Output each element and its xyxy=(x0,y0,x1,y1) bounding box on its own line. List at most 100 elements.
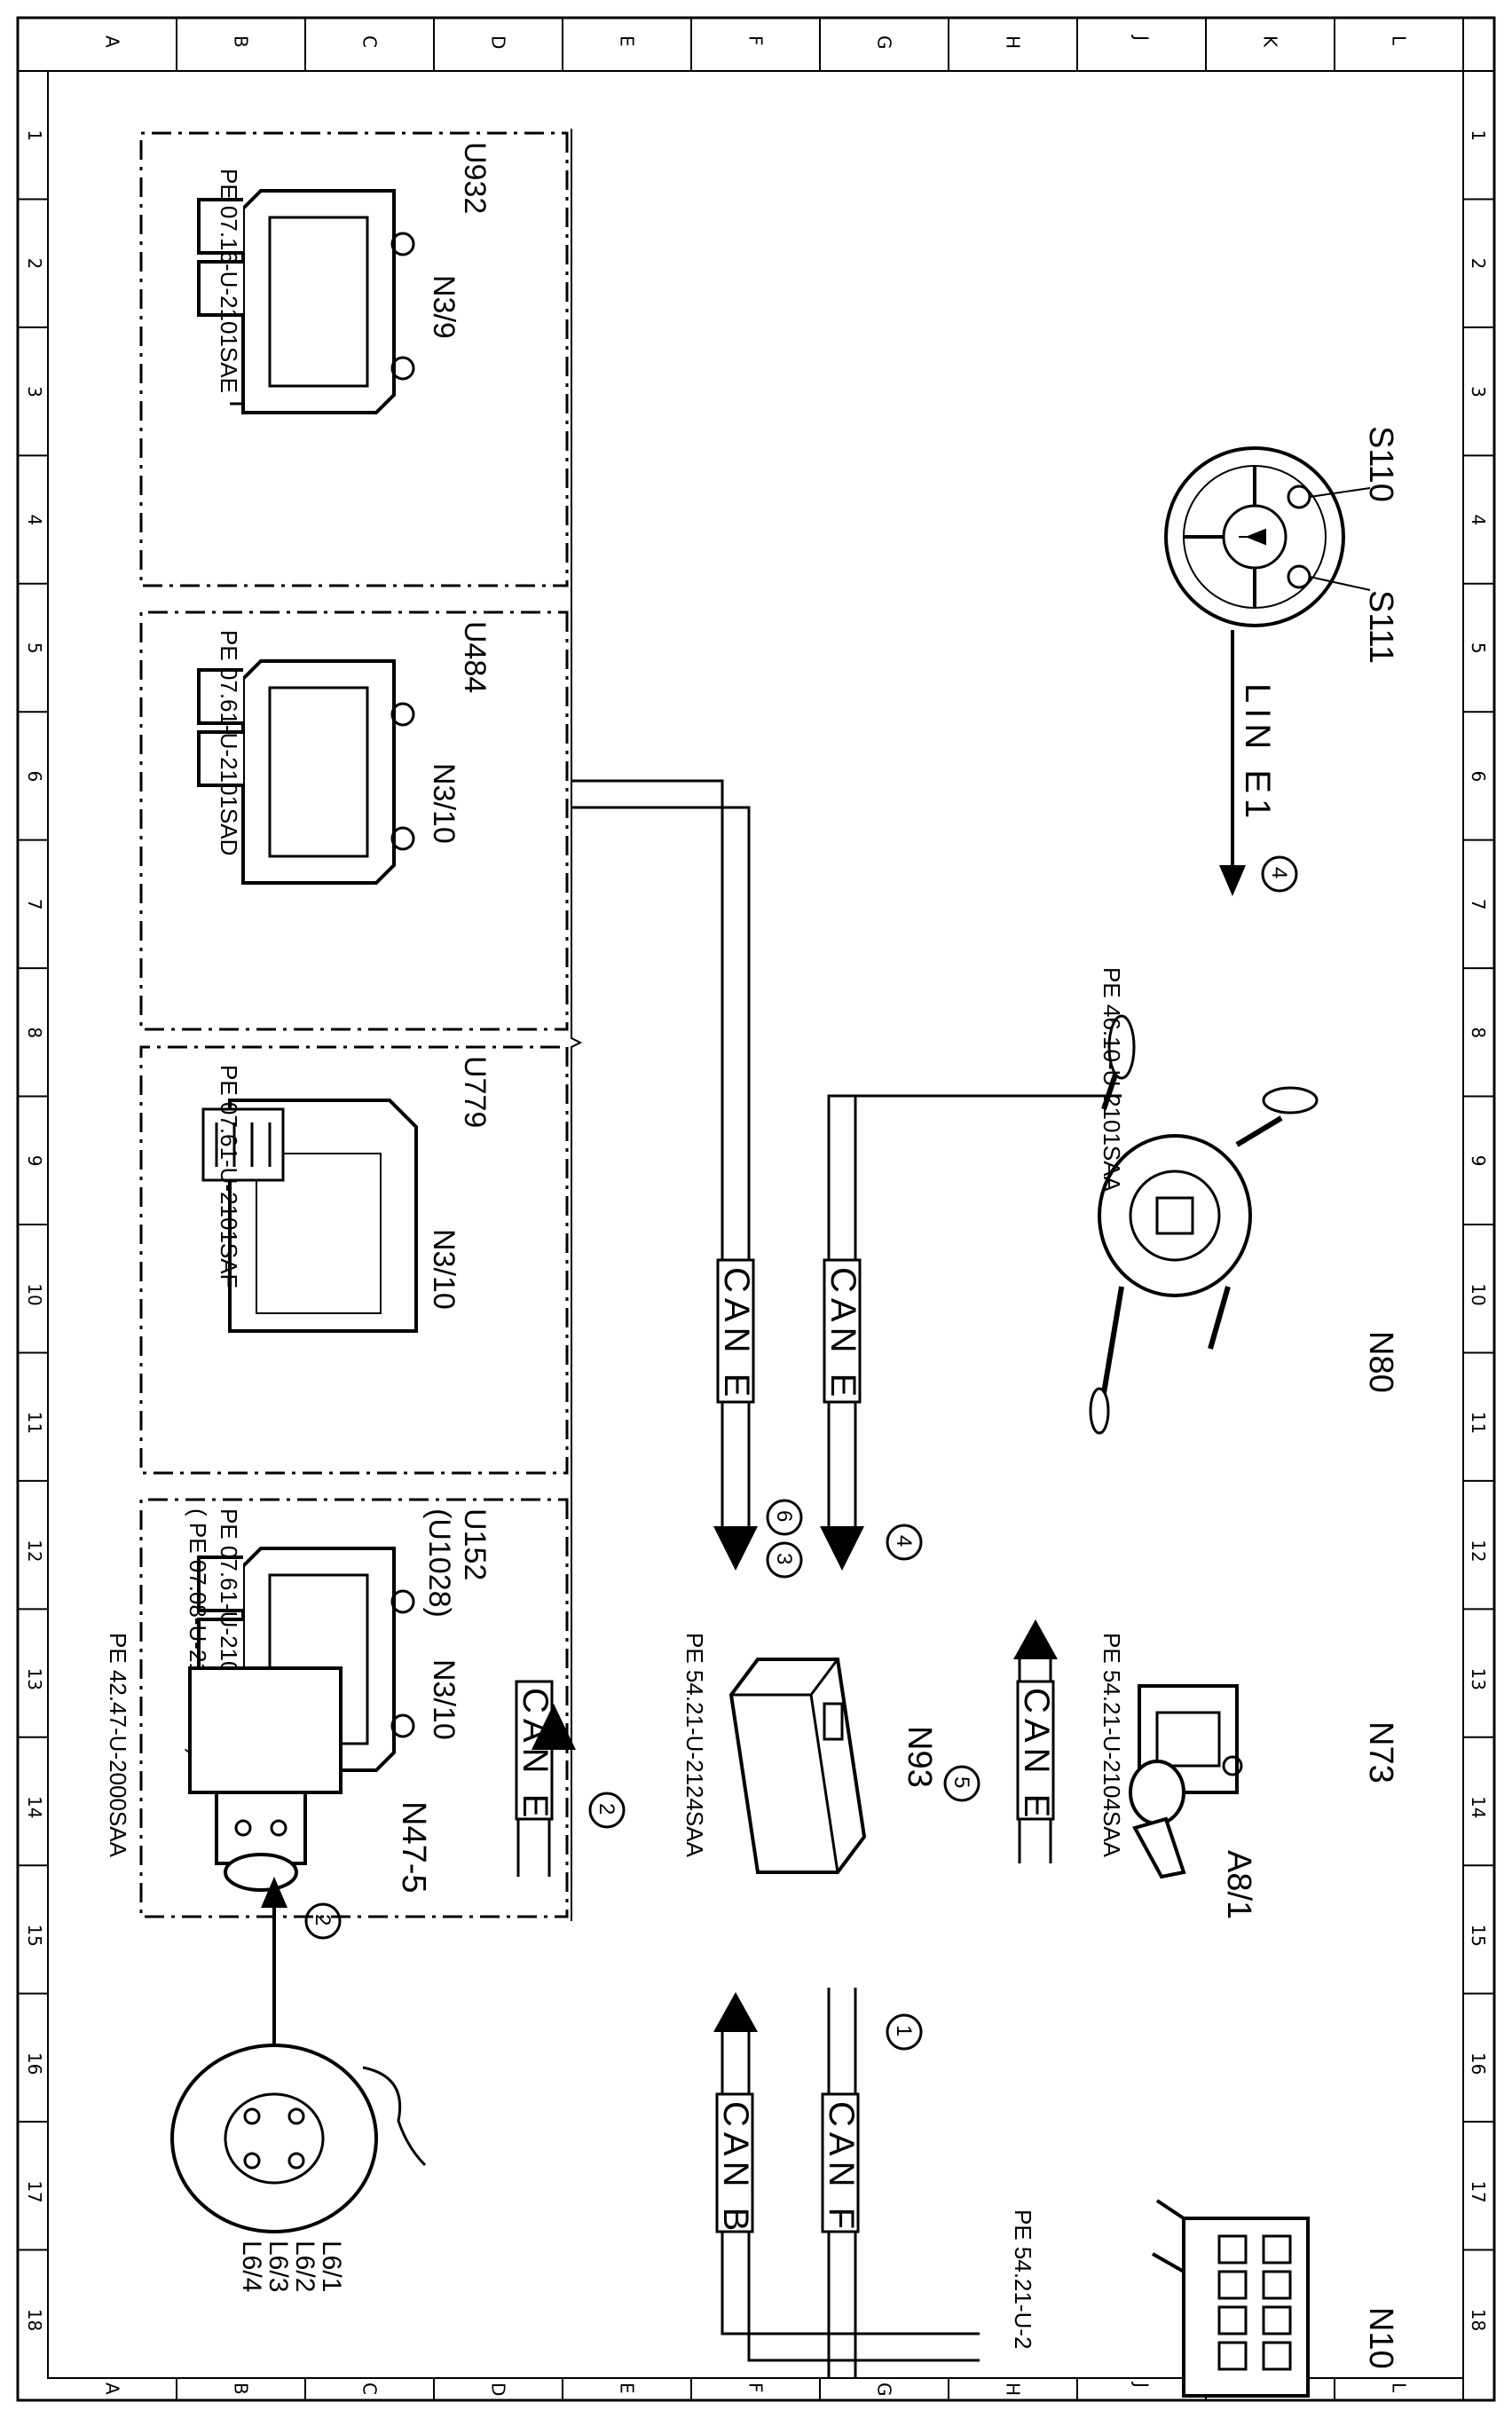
label-l6-4: L6/4 xyxy=(237,2241,266,2292)
grid-number-top: 10 xyxy=(1468,1283,1489,1305)
label-l6-3: L6/3 xyxy=(264,2241,293,2292)
grid-number-top: 16 xyxy=(1468,2052,1489,2075)
can-e-ecu-line-a xyxy=(571,779,724,1535)
label-can-e-n47: CAN E xyxy=(516,1688,555,1823)
grid-number-top: 8 xyxy=(1468,1027,1489,1038)
ref-n47-5: PE 42.47-U-2000SAA xyxy=(105,1633,131,1858)
ref-u779: PE 07.61-U-2101SAF xyxy=(216,1065,242,1288)
name-n3-9: N3/9 xyxy=(427,275,461,339)
grid-number-top: 13 xyxy=(1468,1668,1489,1690)
grid-letter-left: L xyxy=(1389,35,1410,46)
grid-letter-right: E xyxy=(617,2383,638,2394)
step-1: 1 xyxy=(892,2025,916,2036)
grid-number-bottom: 18 xyxy=(24,2309,45,2331)
grid-letter-right: F xyxy=(745,2383,767,2393)
grid-number-bottom: 16 xyxy=(24,2052,45,2075)
option-u1028: (U1028) xyxy=(422,1508,456,1618)
ref-n73: PE 54.21-U-2104SAA xyxy=(1099,1633,1125,1858)
lin-e1-arrowhead xyxy=(1219,865,1246,896)
n47-5-esp-module xyxy=(188,1666,343,1892)
ref-n93: PE 54.21-U-2124SAA xyxy=(681,1633,708,1858)
can-e-n47-tag xyxy=(515,1680,554,1821)
grid-number-bottom: 14 xyxy=(24,1796,45,1818)
can-e-n80-tag xyxy=(823,1258,862,1404)
ref-n80: PE 46.10-U-2101SAA xyxy=(1099,967,1125,1193)
label-l6-2: L6/2 xyxy=(290,2241,319,2292)
grid-number-bottom: 10 xyxy=(24,1283,45,1305)
label-n10: N10 xyxy=(1362,2307,1399,2369)
can-b-arrowhead xyxy=(713,1992,758,2032)
grid-number-top: 9 xyxy=(1468,1155,1489,1167)
grid-letter-left: H xyxy=(1003,35,1024,49)
grid-number-top: 14 xyxy=(1468,1796,1489,1818)
label-can-e-n73: CAN E xyxy=(1017,1688,1056,1823)
option-u484: U484 xyxy=(458,621,492,693)
can-e-n80-arrowhead xyxy=(820,1526,864,1571)
box-u932 xyxy=(139,131,569,587)
grid-number-top: 15 xyxy=(1468,1924,1489,1946)
grid-number-bottom: 17 xyxy=(24,2180,45,2202)
can-b-line-a xyxy=(747,2032,980,2362)
box-u484 xyxy=(139,610,569,1031)
grid-letter-left: A xyxy=(102,35,123,48)
step-3: 3 xyxy=(772,1553,796,1564)
name-n3-10-b: N3/10 xyxy=(427,1229,461,1310)
grid-ruler: 1122334455667788991010111112121313141415… xyxy=(18,18,1494,2400)
grid-letter-right: G xyxy=(874,2383,895,2397)
grid-letter-left: G xyxy=(874,35,895,50)
grid-number-bottom: 9 xyxy=(24,1155,45,1167)
step-4-lin: 4 xyxy=(1267,867,1291,878)
label-n80: N80 xyxy=(1362,1331,1399,1393)
grid-letter-right: L xyxy=(1389,2383,1410,2393)
grid-letter-right: C xyxy=(359,2383,381,2395)
grid-letter-left: E xyxy=(617,35,638,47)
grid-number-bottom: 5 xyxy=(24,642,45,654)
grid-letter-right: A xyxy=(102,2383,123,2395)
step-marker-2 xyxy=(588,1792,626,1829)
step-marker-5 xyxy=(943,1765,980,1802)
step-2: 2 xyxy=(595,1803,618,1815)
grid-letter-left: C xyxy=(359,35,381,48)
grid-letter-left: B xyxy=(231,35,252,48)
grid-number-bottom: 15 xyxy=(24,1924,45,1946)
grid-number-top: 2 xyxy=(1468,258,1489,270)
grid-number-bottom: 11 xyxy=(24,1412,45,1434)
grid-number-bottom: 6 xyxy=(24,770,45,782)
grid-number-top: 1 xyxy=(1468,130,1489,141)
grid-letter-left: K xyxy=(1260,35,1281,48)
ecu-n3-9-drawing xyxy=(197,189,415,414)
n73-ignition-switch xyxy=(1129,1684,1243,1879)
grid-number-bottom: 4 xyxy=(24,515,45,526)
grid-letter-left: F xyxy=(745,35,767,46)
grid-number-bottom: 2 xyxy=(24,258,45,270)
outer-border xyxy=(16,16,1496,2402)
step-marker-1 xyxy=(886,2013,923,2051)
grid-number-top: 17 xyxy=(1468,2180,1489,2202)
grid-number-bottom: 3 xyxy=(24,386,45,398)
grid-letter-right: D xyxy=(488,2383,509,2396)
label-can-b: CAN B xyxy=(716,2101,755,2236)
can-e-ecu-tag xyxy=(716,1258,755,1404)
name-n3-10-a: N3/10 xyxy=(427,763,461,844)
label-n73: N73 xyxy=(1362,1721,1399,1784)
can-e-n73-tag xyxy=(1016,1680,1055,1821)
label-lin-e1: LIN E1 xyxy=(1238,683,1277,823)
ecu-n3-10-drawing-b xyxy=(201,1099,418,1333)
l6-signal-arrowhead xyxy=(261,1877,287,1908)
grid-number-top: 12 xyxy=(1468,1540,1489,1562)
step-4: 4 xyxy=(892,1535,916,1547)
can-e-n80-line-a xyxy=(854,1094,1095,1535)
grid-number-top: 3 xyxy=(1468,386,1489,398)
n10-sam-module xyxy=(1152,2199,1310,2398)
label-can-e-n80: CAN E xyxy=(823,1267,862,1402)
grid-letter-right: J xyxy=(1131,2381,1153,2388)
grid-number-bottom: 1 xyxy=(24,130,45,141)
box-u152 xyxy=(139,1498,569,1918)
n80-steering-column-module xyxy=(1089,1014,1319,1435)
grid-number-top: 5 xyxy=(1468,642,1489,654)
module-option-boxes xyxy=(139,129,583,1921)
step-5: 5 xyxy=(949,1776,973,1788)
